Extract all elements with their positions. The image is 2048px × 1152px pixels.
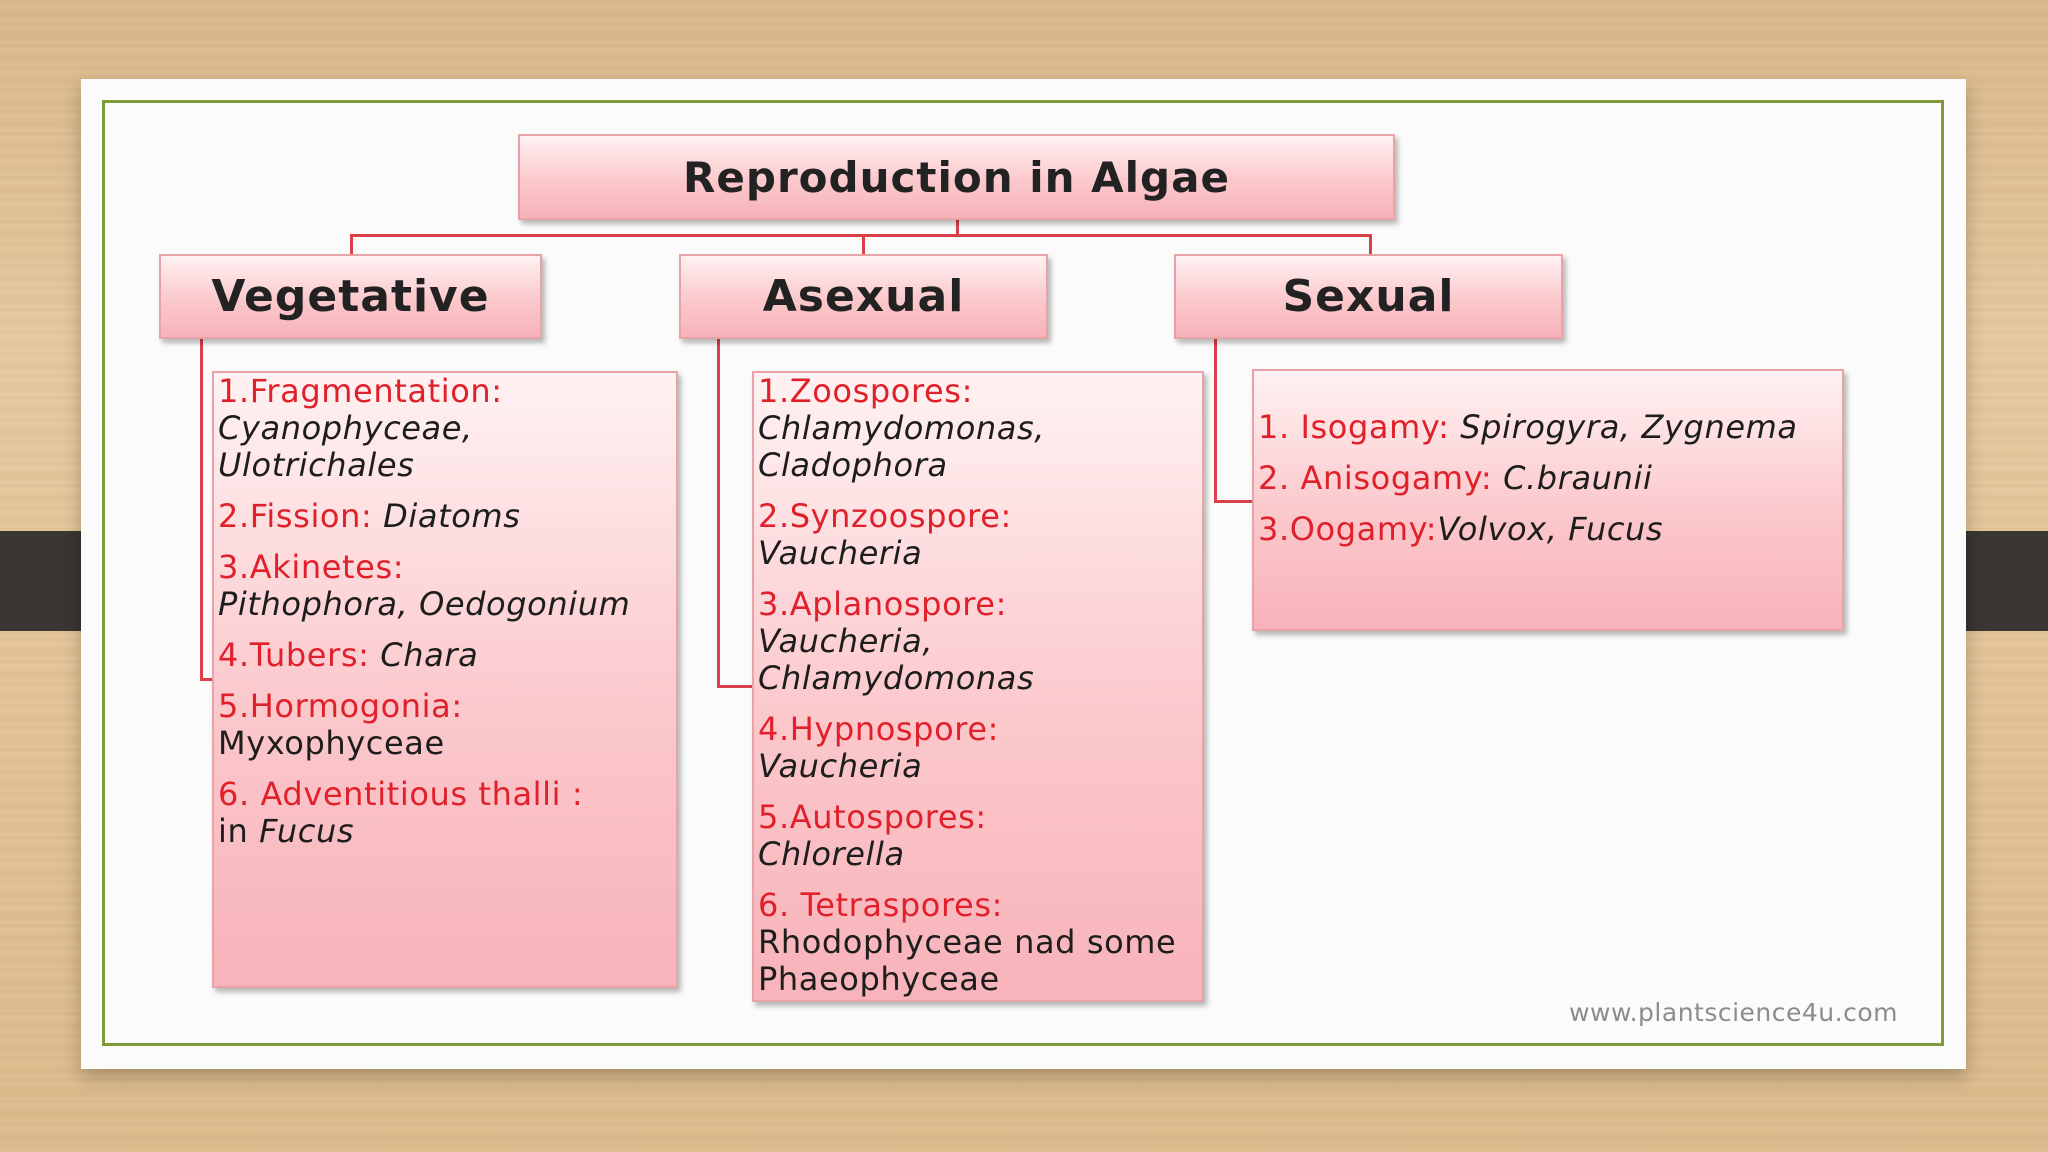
list-item: 1.Zoospores:Chlamydomonas, Cladophora <box>758 372 1046 484</box>
list-item: 2.Synzoospore:Vaucheria <box>758 497 1012 572</box>
connector-sexual-drop <box>1369 234 1372 254</box>
list-item: 5.Autospores:Chlorella <box>758 798 987 873</box>
header-sexual: Sexual <box>1174 254 1563 339</box>
heading-asexual: Asexual <box>762 271 965 322</box>
connector-asexual-stub <box>717 685 753 688</box>
connector-vegetative-drop <box>350 234 353 254</box>
list-item: 6. Adventitious thalli :in Fucus <box>218 775 584 850</box>
heading-sexual: Sexual <box>1282 271 1455 322</box>
title-box: Reproduction in Algae <box>518 134 1395 220</box>
header-asexual: Asexual <box>679 254 1048 339</box>
header-vegetative: Vegetative <box>159 254 542 339</box>
connector-sexual-stub <box>1214 500 1254 503</box>
list-item: 2.Fission: Diatoms <box>218 497 521 535</box>
connector-asexual-drop <box>862 234 865 254</box>
heading-vegetative: Vegetative <box>211 271 490 322</box>
list-item: 3.Akinetes:Pithophora, Oedogonium <box>218 548 631 623</box>
connector-title-down <box>956 219 959 234</box>
connector-horizontal <box>350 234 1372 237</box>
asexual-list: 1.Zoospores:Chlamydomonas, Cladophora 2.… <box>752 371 1204 1002</box>
vegetative-list: 1.Fragmentation:Cyanophyceae, Ulotrichal… <box>212 371 678 988</box>
list-item: 3.Oogamy:Volvox, Fucus <box>1258 510 1664 548</box>
connector-sexual-branch <box>1214 338 1217 503</box>
slide-frame <box>102 100 1944 1046</box>
connector-asexual-branch <box>717 338 720 688</box>
list-item: 5.Hormogonia:Myxophyceae <box>218 687 463 762</box>
list-item: 3.Aplanospore:Vaucheria, Chlamydomonas <box>758 585 1035 697</box>
diagram-title: Reproduction in Algae <box>683 152 1230 202</box>
list-item: 4.Tubers: Chara <box>218 636 479 674</box>
connector-vegetative-branch <box>200 338 203 681</box>
list-item: 6. Tetraspores:Rhodophyceae nad some Pha… <box>758 886 1177 998</box>
connector-vegetative-stub <box>200 678 214 681</box>
list-item: 2. Anisogamy: C.braunii <box>1258 459 1653 497</box>
list-item: 1. Isogamy: Spirogyra, Zygnema <box>1258 408 1798 446</box>
source-credit: www.plantscience4u.com <box>1569 998 1898 1027</box>
list-item: 4.Hypnospore:Vaucheria <box>758 710 999 785</box>
sexual-list: 1. Isogamy: Spirogyra, Zygnema 2. Anisog… <box>1252 369 1844 631</box>
list-item: 1.Fragmentation:Cyanophyceae, Ulotrichal… <box>218 372 503 484</box>
